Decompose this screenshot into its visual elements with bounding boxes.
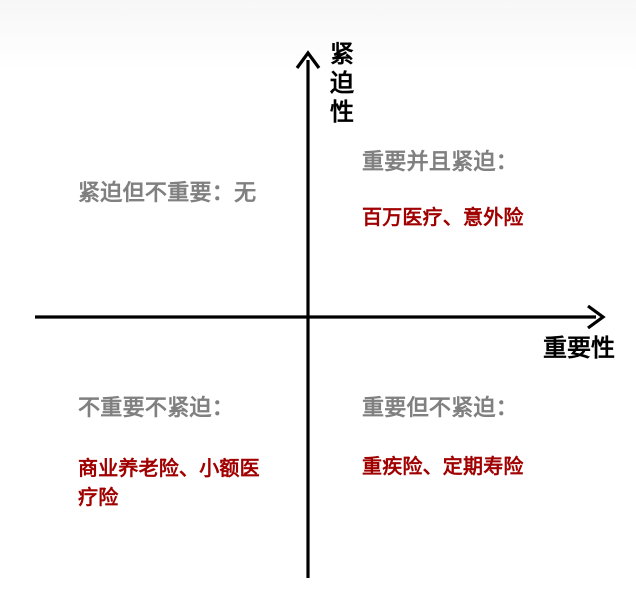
top-left-quadrant-title: 紧迫但不重要：无 <box>78 181 257 206</box>
bottom-left-quadrant-items: 商业养老险、小额医疗险 <box>78 456 260 509</box>
y-axis-label: 紧迫性 <box>330 40 354 126</box>
horizontal-axis-arrowhead <box>587 304 606 330</box>
x-axis-label: 重要性 <box>543 334 615 362</box>
vertical-axis-arrowhead <box>295 50 321 69</box>
top-right-quadrant-title: 重要并且紧迫： <box>362 150 519 175</box>
bottom-right-quadrant-items: 重疾险、定期寿险 <box>362 454 524 478</box>
top-right-quadrant-items: 百万医疗、意外险 <box>362 205 524 229</box>
bottom-right-quadrant-title: 重要但不紧迫： <box>362 396 519 421</box>
bottom-left-quadrant-title: 不重要不紧迫： <box>78 396 235 421</box>
